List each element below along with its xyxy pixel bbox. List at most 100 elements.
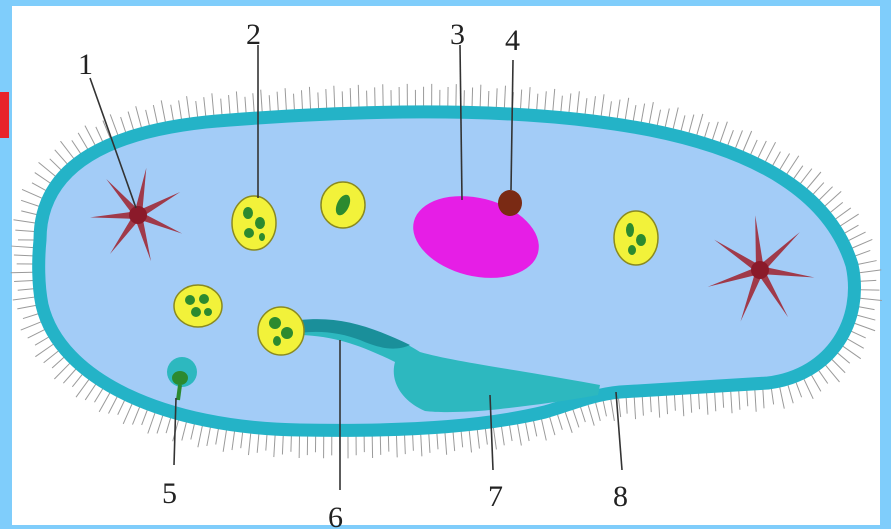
cilium (453, 432, 455, 451)
cilium (577, 91, 579, 113)
cilium (229, 95, 230, 114)
cilium (55, 150, 68, 164)
food-vacuole-2 (321, 182, 365, 228)
cilium (835, 208, 850, 219)
food-vacuole-3 (614, 211, 658, 265)
cilium (852, 239, 872, 248)
cilium (537, 94, 538, 110)
cilium (496, 88, 497, 107)
cilium (609, 101, 611, 117)
cytoproct-content (172, 371, 188, 385)
food-vacuole-5 (258, 307, 304, 355)
cilium (553, 89, 555, 111)
cilium (63, 369, 76, 383)
cilium (641, 104, 644, 123)
cilium (248, 433, 250, 455)
cilium (35, 344, 53, 357)
cilium (488, 91, 489, 107)
cilium (60, 141, 73, 158)
cilium (187, 96, 190, 118)
cilium (445, 433, 447, 455)
cilium (529, 87, 530, 109)
cilium (318, 92, 319, 108)
cilium (504, 86, 505, 108)
cilium (849, 232, 866, 240)
cilium (825, 191, 841, 206)
cilium (13, 297, 35, 300)
cilium (665, 109, 669, 128)
cilium (121, 117, 126, 132)
cilium (18, 289, 34, 290)
cilium (626, 398, 627, 414)
cilium (146, 110, 150, 126)
cilium (650, 396, 651, 412)
cilium (96, 127, 103, 142)
cilium (858, 261, 877, 265)
cilium (847, 339, 863, 348)
cilium (825, 365, 839, 382)
cilium (731, 391, 732, 413)
cilium (794, 166, 803, 179)
cilium (588, 405, 594, 426)
cilium (787, 156, 799, 174)
cilium (32, 183, 46, 191)
cilium (236, 91, 238, 113)
cilium (642, 397, 643, 416)
cilium (723, 392, 724, 408)
cilium (573, 409, 579, 427)
cilium (773, 152, 781, 166)
cilium (838, 353, 850, 363)
cilium (212, 93, 214, 115)
cilium (241, 432, 243, 448)
cilium (76, 379, 89, 397)
cilium (21, 200, 39, 206)
cilium (715, 392, 716, 411)
cilium (179, 100, 182, 119)
cilium (859, 270, 881, 273)
cilium (216, 429, 219, 445)
food-vacuole-4 (174, 285, 222, 327)
cilium (561, 96, 562, 112)
cilium (207, 427, 211, 446)
food-vacuole-1 (232, 196, 276, 250)
cilium (830, 202, 842, 212)
cilium (712, 122, 718, 140)
cilium (396, 435, 397, 457)
cilium (585, 98, 587, 114)
cilium (72, 140, 81, 153)
contractile-vacuole-center (751, 261, 769, 279)
cilium (269, 95, 270, 111)
cilium (673, 108, 678, 129)
cilium (99, 393, 110, 412)
cilium (358, 85, 359, 107)
cilium (649, 102, 653, 124)
cilium (85, 126, 95, 146)
cilium (699, 393, 700, 409)
cilium (110, 114, 118, 135)
cilium (261, 90, 262, 112)
cilium (747, 390, 748, 406)
cilium (859, 307, 875, 310)
cilium (28, 330, 45, 338)
cilium (501, 426, 504, 445)
cilium (845, 225, 859, 233)
cilium (751, 140, 758, 155)
cilium (843, 346, 861, 359)
cilium (681, 115, 685, 131)
cilium (128, 112, 133, 130)
cilium (17, 305, 36, 309)
cilium (739, 391, 740, 410)
cilium (405, 435, 406, 454)
cilium (763, 389, 764, 408)
cilium (171, 105, 174, 121)
cilium (223, 430, 226, 452)
cilium (14, 255, 33, 256)
cilium (743, 131, 752, 151)
cilium (771, 389, 773, 405)
cilium (618, 398, 620, 417)
cilium (625, 98, 628, 120)
cilium (413, 435, 414, 451)
cilium (72, 374, 82, 386)
cilium (601, 94, 604, 116)
cilium (521, 90, 522, 109)
